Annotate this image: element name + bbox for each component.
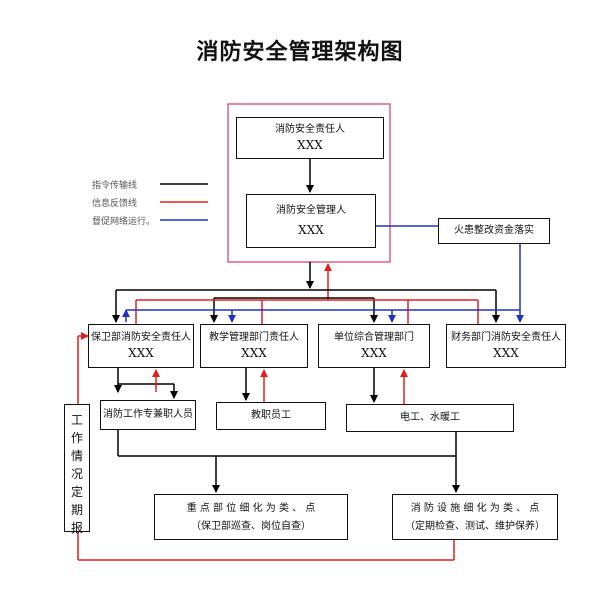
node-security-dept: 保卫部消防安全责任人 XXX <box>88 324 194 368</box>
node-title: 财务部门消防安全责任人 <box>451 332 561 343</box>
report-char: 工 <box>70 413 83 427</box>
node-teachers: 教职员工 <box>216 402 326 430</box>
node-note: （保卫部巡查、岗位自查） <box>191 521 311 532</box>
node-title: 教职员工 <box>251 410 291 421</box>
node-title: 教学管理部门责任人 <box>209 332 299 343</box>
node-teaching-dept: 教学管理部门责任人 XXX <box>200 324 308 368</box>
diagram-title: 消防安全管理架构图 <box>196 40 404 65</box>
node-unit-admin: 单位综合管理部门 XXX <box>318 324 430 368</box>
node-fire-safety-manager: 消防安全管理人 XXX <box>246 194 376 248</box>
node-person: XXX <box>241 346 267 360</box>
leadership-frame <box>227 103 391 263</box>
node-key-parts: 重 点 部 位 细 化 为 类 、 点 （保卫部巡查、岗位自查） <box>154 494 348 540</box>
node-title: 保卫部消防安全责任人 <box>91 332 191 343</box>
node-title: 消防安全责任人 <box>275 124 345 135</box>
node-note: （定期检查、测试、维护保养） <box>405 521 545 532</box>
node-person: XXX <box>298 223 324 237</box>
legend-supervise-label: 督促网络运行。 <box>92 217 156 227</box>
legend-command-label: 指令传输线 <box>92 181 138 191</box>
node-periodic-report: 工 作 情 况 定 期 报 <box>64 404 90 535</box>
report-char: 定 <box>70 485 83 499</box>
report-char: 况 <box>70 467 83 481</box>
node-person: XXX <box>297 138 323 152</box>
report-char: 作 <box>70 431 83 445</box>
node-title: 消 防 设 施 细 化 为 类 、 点 <box>410 503 540 514</box>
node-title: 重 点 部 位 细 化 为 类 、 点 <box>186 503 316 514</box>
node-fire-facilities: 消 防 设 施 细 化 为 类 、 点 （定期检查、测试、维护保养） <box>392 494 558 540</box>
legend-feedback-label: 信息反馈线 <box>92 199 138 209</box>
node-person: XXX <box>128 346 154 360</box>
node-title: 单位综合管理部门 <box>334 332 414 343</box>
node-title: 消防安全管理人 <box>276 205 346 216</box>
node-fire-staff: 消防工作专兼职人员 <box>100 400 196 430</box>
node-fire-safety-responsible: 消防安全责任人 XXX <box>236 117 384 159</box>
node-hazard-fund: 火患整改资金落实 <box>438 218 550 244</box>
report-char: 期 <box>70 503 83 517</box>
node-finance-dept: 财务部门消防安全责任人 XXX <box>446 324 566 368</box>
node-electrician: 电工、水暖工 <box>346 404 514 432</box>
node-title: 火患整改资金落实 <box>454 225 534 236</box>
node-person: XXX <box>361 346 387 360</box>
node-person: XXX <box>493 346 519 360</box>
report-char: 报 <box>70 521 83 535</box>
report-char: 情 <box>70 449 83 463</box>
node-title: 电工、水暖工 <box>400 412 460 423</box>
node-title: 消防工作专兼职人员 <box>103 409 193 420</box>
